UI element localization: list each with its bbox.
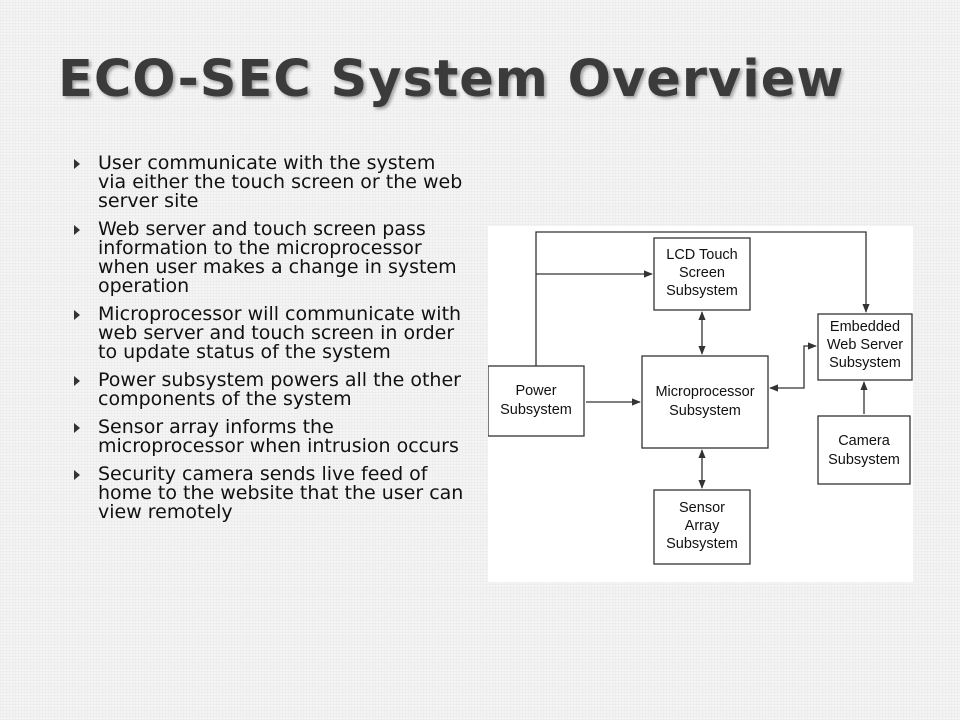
power-subsystem-box: Power Subsystem (488, 365, 585, 437)
bullet-item: Microprocessor will communicate with web… (72, 305, 467, 362)
system-block-diagram: LCD Touch Screen Subsystem Embedded Web … (488, 226, 913, 582)
lcd-label-line-3: Subsystem (666, 283, 738, 299)
bullet-text: Sensor array informs the microprocessor … (98, 416, 459, 457)
sensor-label-line-1: Sensor (679, 500, 725, 516)
bullet-text: User communicate with the system via eit… (98, 152, 463, 212)
power-label-line-1: Power (515, 383, 556, 399)
bullet-text: Power subsystem powers all the other com… (98, 369, 461, 410)
lcd-label-line-2: Screen (679, 265, 725, 281)
lcd-touch-screen-box: LCD Touch Screen Subsystem (653, 237, 751, 311)
lcd-label-line-1: LCD Touch (666, 247, 737, 263)
camera-label-line-2: Subsystem (828, 452, 900, 468)
bullet-item: Sensor array informs the microprocessor … (72, 418, 467, 456)
embedded-label-line-1: Embedded (830, 319, 900, 335)
bullet-item: Power subsystem powers all the other com… (72, 371, 467, 409)
bullet-arrow-icon (74, 376, 80, 386)
microprocessor-box: Microprocessor Subsystem (641, 355, 769, 449)
bullet-arrow-icon (74, 423, 80, 433)
bullet-item: User communicate with the system via eit… (72, 154, 467, 211)
micro-label-line-2: Subsystem (669, 403, 741, 419)
bullet-arrow-icon (74, 310, 80, 320)
slide-title: ECO-SEC System Overview (58, 50, 845, 109)
edge-power-to-embedded (535, 231, 870, 366)
sensor-array-box: Sensor Array Subsystem (653, 489, 751, 565)
edge-embedded-micro (769, 342, 817, 392)
bullet-item: Web server and touch screen pass informa… (72, 220, 467, 296)
camera-label-line-1: Camera (838, 433, 891, 449)
connectors (535, 231, 870, 489)
bullet-text: Security camera sends live feed of home … (98, 463, 464, 523)
bullet-list: User communicate with the system via eit… (72, 154, 467, 531)
embedded-label-line-2: Web Server (827, 337, 903, 353)
camera-subsystem-box: Camera Subsystem (817, 415, 911, 485)
bullet-arrow-icon (74, 470, 80, 480)
bullet-item: Security camera sends live feed of home … (72, 465, 467, 522)
sensor-label-line-2: Array (685, 518, 720, 534)
bullet-arrow-icon (74, 225, 80, 235)
bullet-text: Web server and touch screen pass informa… (98, 218, 457, 297)
embedded-web-server-box: Embedded Web Server Subsystem (817, 313, 913, 381)
power-label-line-2: Subsystem (500, 402, 572, 418)
embedded-label-line-3: Subsystem (829, 355, 901, 371)
micro-label-line-1: Microprocessor (655, 384, 754, 400)
bullet-text: Microprocessor will communicate with web… (98, 303, 462, 363)
bullet-arrow-icon (74, 159, 80, 169)
sensor-label-line-3: Subsystem (666, 536, 738, 552)
